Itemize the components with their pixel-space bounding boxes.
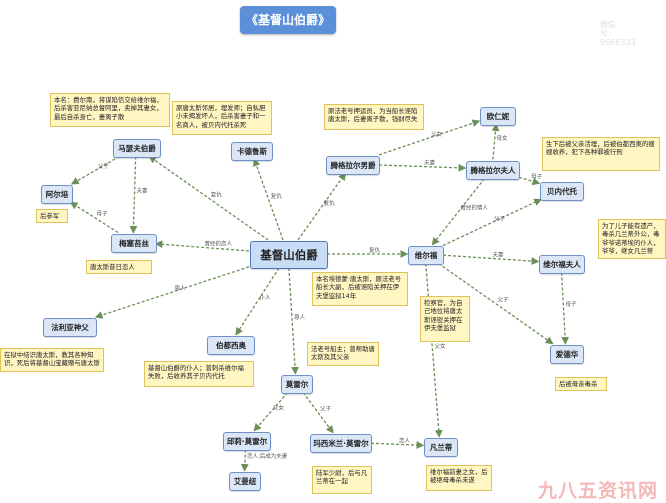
node-weier: 维尔福 <box>408 245 444 265</box>
note-aide: 后被母亲毒杀 <box>555 377 607 391</box>
edge-label-weierfu-aide: 母子 <box>566 301 578 308</box>
node-boduo: 伯都西奥 <box>207 335 255 355</box>
edge-malan-fanlan <box>370 441 425 449</box>
edge-label-mase-meixi: 夫妻 <box>137 187 149 195</box>
node-fanlan: 凡兰蒂 <box>424 437 458 457</box>
note-weier: 检察官，为自己地位将唐太斯诬密关押在伊夫堡监狱 <box>420 296 470 342</box>
note-beinei: 生下后被父亲活埋，后被伯都西奥的嫂嫂收养，犯下各种罪被行刑 <box>542 137 660 171</box>
edge-label-malan-fanlan: 恋人 <box>399 436 411 444</box>
note-aerjia: 后参军 <box>36 209 68 223</box>
node-weierfu: 维尔福夫人 <box>539 254 585 274</box>
edge-mase-meixi <box>129 156 138 234</box>
edge-label-moleier-malan: 父子 <box>320 406 332 413</box>
node-jidu: 基督山伯爵 <box>250 241 328 269</box>
edge-label-jidu-tengge: 复仇 <box>324 199 336 207</box>
edge-label-tenggefu-weier: 曾经的情人 <box>461 204 489 212</box>
edge-label-weier-weierfu: 夫妻 <box>493 250 505 258</box>
edge-tengge-oure <box>378 119 481 156</box>
edge-tenggefu-weier <box>431 178 486 246</box>
node-malan: 玛西米兰·莫雷尔 <box>310 433 372 453</box>
edge-label-jidu-kade: 复仇 <box>271 192 283 200</box>
edge-tenggefu-oure <box>491 123 500 160</box>
edge-weier-fanlan <box>425 263 443 438</box>
edge-weierfu-aide <box>560 272 570 345</box>
edge-label-jidu-moleier: 恩人 <box>294 314 306 321</box>
note-tengge: 原法老号押运员，为当船长诬陷唐太斯，后妻离子散，钱财尽失 <box>324 104 424 130</box>
edge-label-jidu-boduo: 仆人 <box>260 294 272 301</box>
node-oure: 欧仁妮 <box>480 106 516 126</box>
edge-tenggefu-beinei <box>518 176 541 186</box>
edge-label-tenggefu-oure: 母女 <box>497 134 509 142</box>
edge-tengge-tenggefu <box>378 163 467 172</box>
edge-label-tenggefu-beinei: 母子 <box>531 173 543 180</box>
edge-jidu-boduo <box>235 267 280 336</box>
node-beinei: 贝内代托 <box>540 181 584 201</box>
edge-label-weier-beinei: 父子 <box>494 216 506 223</box>
node-mase: 马瑟夫伯爵 <box>113 138 161 158</box>
edge-jidu-faliya <box>94 266 250 319</box>
edge-meixi-aerjia <box>69 201 119 234</box>
note-malan: 陆军少尉，后与凡兰蒂在一起 <box>312 466 372 494</box>
edge-label-weier-fanlan: 父女 <box>435 342 447 350</box>
node-tenggefu: 腾格拉尔夫人 <box>466 160 520 180</box>
node-faliya: 法利亚神父 <box>43 317 97 337</box>
note-kade: 原唐太斯邻居，埋发师；自私胆小未揭发坏人，后杀害妻子和一名商人，被贝内代托杀死 <box>172 101 272 135</box>
note-jidu: 本名埃德蒙·唐太斯，原法老号船长大副，后被诬陷关押在伊夫堡监狱14年 <box>312 272 408 306</box>
bottom-watermark: 九八五资讯网 <box>538 480 659 502</box>
node-aimanx: 艾曼纽 <box>229 471 261 491</box>
edge-label-weier-aide: 父子 <box>498 297 510 304</box>
edge-mase-aerjia <box>70 155 120 185</box>
note-weierfu: 为了儿子能有遗产，毒杀几兰蒂外公，毒爷爷诺蒂埃的仆人，爷爷，继女凡兰蒂 <box>598 219 666 259</box>
edge-moleier-malan <box>302 392 334 434</box>
edge-weier-beinei <box>442 198 542 247</box>
note-moleier: 法老号船主；曾帮助唐太斯及其父亲 <box>307 342 379 366</box>
node-julie: 邱莉·莫雷尔 <box>223 431 271 451</box>
note-faliya: 在狱中结识唐太斯，教其各种知识，死后将基督山宝藏赠与唐太斯 <box>0 348 104 372</box>
edge-label-mase-aerjia: 父子 <box>98 163 110 170</box>
node-moleier: 莫雷尔 <box>281 374 313 394</box>
node-kade: 卡德鲁斯 <box>231 141 273 161</box>
edge-moleier-julie <box>253 392 289 432</box>
node-tengge: 腾格拉尔男爵 <box>326 155 380 175</box>
page-title: 《基督山伯爵》 <box>240 6 336 34</box>
edge-label-meixi-aerjia: 母子 <box>97 211 109 218</box>
edge-weier-weierfu <box>442 254 540 265</box>
edge-label-jidu-meixi: 曾经的恋人 <box>205 239 233 247</box>
node-aide: 爱德华 <box>550 344 584 364</box>
node-aerjia: 阿尔培 <box>41 184 73 204</box>
edge-jidu-moleier <box>288 267 299 375</box>
edge-label-tengge-tenggefu: 夫妻 <box>424 159 436 167</box>
node-meixi: 梅塞苔丝 <box>111 233 157 253</box>
edge-label-jidu-faliya: 恩人 <box>175 285 187 292</box>
edge-jidu-mase <box>148 155 269 241</box>
edge-label-tengge-oure: 父女 <box>431 130 443 138</box>
edge-jidu-kade <box>252 158 284 241</box>
edge-julie-aimanx <box>240 449 249 472</box>
edge-weier-aide <box>438 262 554 345</box>
note-fanlan: 维尔福前妻之女，后被继母毒杀未遂 <box>426 465 492 491</box>
note-meixi: 唐太斯昔日恋人 <box>86 260 152 274</box>
edge-label-jidu-weier: 复仇 <box>369 246 381 254</box>
edge-label-julie-aimanx: 恋人,后成为夫妻 <box>247 452 288 460</box>
side-watermark: 微信号: 9666333 <box>600 20 636 47</box>
note-mase: 本名：费尔南，将谋陷信交给维尔福，后杀害亚尼纳总督阿里，卖掉其妻女，最后自杀身亡… <box>50 93 170 127</box>
edge-label-moleier-julie: 父女 <box>273 404 285 412</box>
edge-jidu-tengge <box>297 172 346 241</box>
edge-label-jidu-mase: 复仇 <box>211 190 223 198</box>
note-boduo: 基督山伯爵的仆人；曾刺杀维尔福失败，后收养其子贝内代托 <box>144 361 254 387</box>
edge-jidu-meixi <box>154 240 250 252</box>
